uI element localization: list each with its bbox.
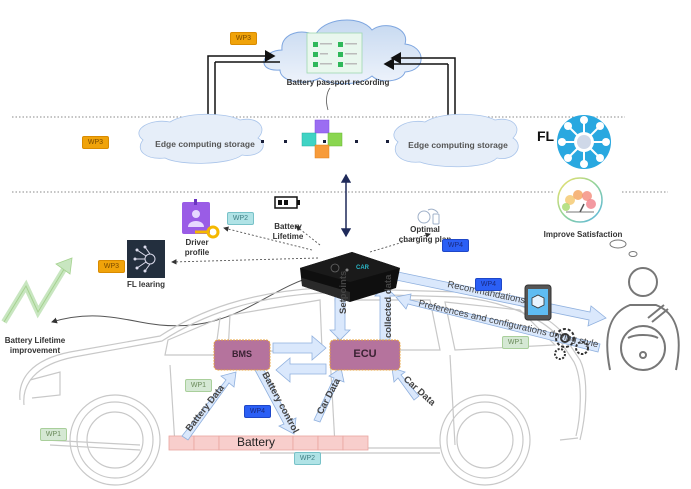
bms-box <box>213 339 271 371</box>
wp1-badge-bms: WP1 <box>185 379 212 392</box>
driver-figure-icon <box>606 267 680 371</box>
battery-status-icon <box>274 196 300 209</box>
wp2-badge-battery: WP2 <box>294 452 321 465</box>
edge-storage-cloud-right <box>393 113 519 168</box>
wp4-badge-battery-control: WP4 <box>244 405 271 418</box>
bms-label: BMS <box>232 349 252 359</box>
telematics-device-icon <box>300 252 400 302</box>
improve-satisfaction-label: Improve Satisfaction <box>543 230 623 239</box>
edge-storage-cloud-left <box>138 113 264 164</box>
wp3-badge-edge: WP3 <box>82 136 109 149</box>
collected-data-arrow <box>374 285 396 341</box>
wp1-badge-preferences: WP1 <box>502 336 529 349</box>
wp4-badge-recommendations: WP4 <box>475 278 502 291</box>
fl-learning-icon <box>127 240 165 278</box>
setpoints-label: Setpoints <box>338 271 349 314</box>
tablet-recommendation-icon <box>524 284 552 321</box>
fl-learning-label: FL learing <box>126 280 166 289</box>
car-wheels <box>69 394 531 486</box>
battery-passport-label: Battery passport recording <box>286 78 390 87</box>
car-data-arrow-2 <box>391 367 420 401</box>
battery-lifetime-label: Battery Lifetime <box>272 222 304 241</box>
driver-profile-icon <box>182 199 220 239</box>
thought-bubble-icon <box>609 239 627 249</box>
gears-settings-icon <box>554 328 589 360</box>
blockchain-cubes-icon <box>301 119 343 159</box>
edge-storage-left-label: Edge computing storage <box>155 139 255 149</box>
improvement-link <box>51 274 319 327</box>
preferences-arrow <box>395 293 601 353</box>
wp4-badge-charging: WP4 <box>442 239 469 252</box>
recommendations-arrow <box>395 271 607 327</box>
car-data-label-2: Car Data <box>401 374 438 409</box>
car-data-arrow-1 <box>313 367 345 423</box>
ecu-box <box>329 339 401 371</box>
wp3-badge-cloud: WP3 <box>230 32 257 45</box>
ecu-label: ECU <box>353 348 377 360</box>
flow-arrows <box>181 271 607 441</box>
wp3-badge-fl: WP3 <box>98 260 125 273</box>
satisfaction-gauge-icon <box>557 177 603 223</box>
edge-storage-right-label: Edge computing storage <box>408 140 508 150</box>
optimal-charging-label: Optimal charging plan <box>398 225 452 244</box>
collected-data-label: collected data <box>383 274 394 338</box>
fl-label: FL <box>537 128 555 144</box>
charging-plan-icon <box>417 208 440 225</box>
wp2-badge-driver: WP2 <box>227 212 254 225</box>
improvement-trend-icon <box>1 257 73 324</box>
edge-connection-dots <box>261 140 389 143</box>
driver-profile-label: Driver profile <box>184 238 210 257</box>
battery-label: Battery <box>236 435 275 449</box>
battery-data-arrow <box>181 371 237 441</box>
battery-passport-cloud <box>263 19 422 85</box>
battery-lifetime-improvement-label: Battery Lifetime improvement <box>4 336 66 355</box>
battery-control-arrow <box>254 365 297 435</box>
device-brand-label: CAR <box>356 265 369 271</box>
wp1-badge-front: WP1 <box>40 428 67 441</box>
federated-learning-icon <box>557 115 611 169</box>
car-data-label-1: Car Data <box>315 376 343 416</box>
